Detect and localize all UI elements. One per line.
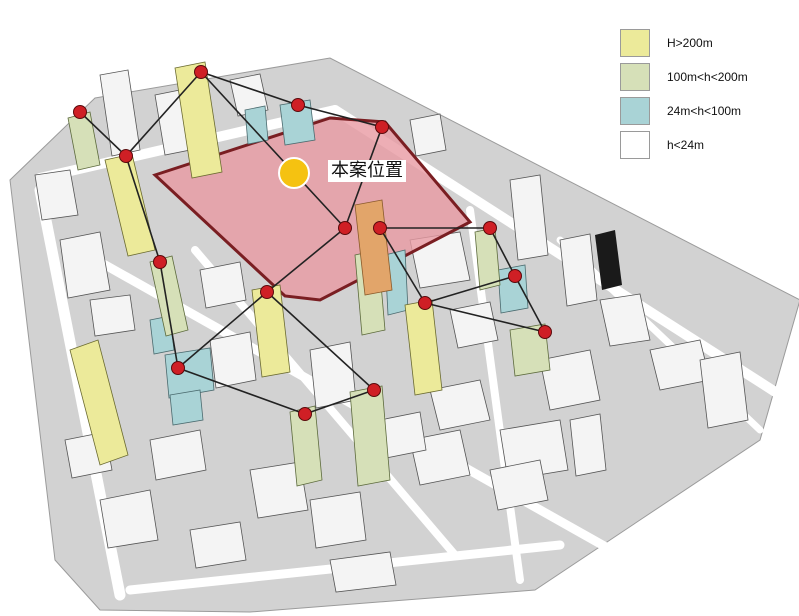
super-tall-towers [69, 61, 443, 466]
tower-blue [169, 389, 204, 426]
tower-node [483, 221, 497, 235]
tower-node [171, 361, 185, 375]
tower-node [153, 255, 167, 269]
link [304, 389, 375, 415]
legend-item: 24m<h<100m [620, 94, 790, 128]
legend-swatch [620, 63, 650, 91]
site-marker-icon [278, 157, 310, 189]
low-building [569, 413, 607, 477]
link [200, 71, 299, 106]
link [79, 111, 127, 157]
tower-node [418, 296, 432, 310]
low-building [559, 233, 598, 307]
tower-node [373, 221, 387, 235]
site-label: 本案位置 [328, 160, 406, 182]
low-building [149, 429, 207, 481]
link [200, 71, 346, 229]
low-building [59, 231, 111, 299]
legend-swatch [620, 131, 650, 159]
low-building [449, 301, 499, 349]
legend-label: H>200m [667, 36, 713, 50]
low-building [89, 294, 136, 337]
low-building [199, 261, 247, 309]
tower-nodes [73, 65, 552, 421]
legend-swatch [620, 97, 650, 125]
legend-label: 100m<h<200m [667, 70, 748, 84]
tower-yellow [174, 61, 223, 179]
link [125, 71, 202, 157]
link [177, 367, 306, 415]
legend-swatch [620, 29, 650, 57]
dark-tower [595, 230, 622, 290]
tower-node [508, 269, 522, 283]
low-building [99, 489, 159, 549]
tower-links [79, 71, 546, 415]
link [297, 104, 383, 128]
tower-node [367, 383, 381, 397]
link [159, 261, 179, 369]
tower-green [509, 323, 551, 377]
legend-label: h<24m [667, 138, 705, 152]
link [125, 155, 161, 263]
tower-node [260, 285, 274, 299]
link [489, 227, 516, 277]
link [514, 275, 546, 333]
low-building [99, 69, 141, 157]
low-building [309, 491, 367, 549]
low-building [409, 113, 447, 157]
legend-item: H>200m [620, 26, 790, 60]
legend-item: h<24m [620, 128, 790, 162]
tower-blue [244, 105, 269, 145]
low-building [209, 331, 257, 389]
tower-node [119, 149, 133, 163]
link [424, 302, 546, 333]
tower-node [298, 407, 312, 421]
tower-node [338, 221, 352, 235]
low-building [329, 551, 397, 593]
low-building [34, 169, 79, 221]
tower-node [538, 325, 552, 339]
low-building [539, 349, 601, 411]
low-building [489, 459, 549, 511]
tower-node [194, 65, 208, 79]
tower-yellow [69, 339, 129, 466]
low-building [699, 351, 749, 429]
link [266, 227, 346, 293]
height-legend: H>200m 100m<h<200m 24m<h<100m h<24m [620, 26, 790, 162]
link [177, 291, 268, 369]
tower-node [291, 98, 305, 112]
tower-node [73, 105, 87, 119]
link [379, 227, 426, 304]
low-building [189, 521, 247, 569]
legend-item: 100m<h<200m [620, 60, 790, 94]
tower-node [375, 120, 389, 134]
low-building [249, 461, 309, 519]
low-building [509, 174, 549, 261]
low-building [429, 379, 491, 431]
link [266, 291, 375, 391]
low-building [599, 293, 651, 347]
legend-label: 24m<h<100m [667, 104, 742, 118]
link [424, 275, 516, 304]
